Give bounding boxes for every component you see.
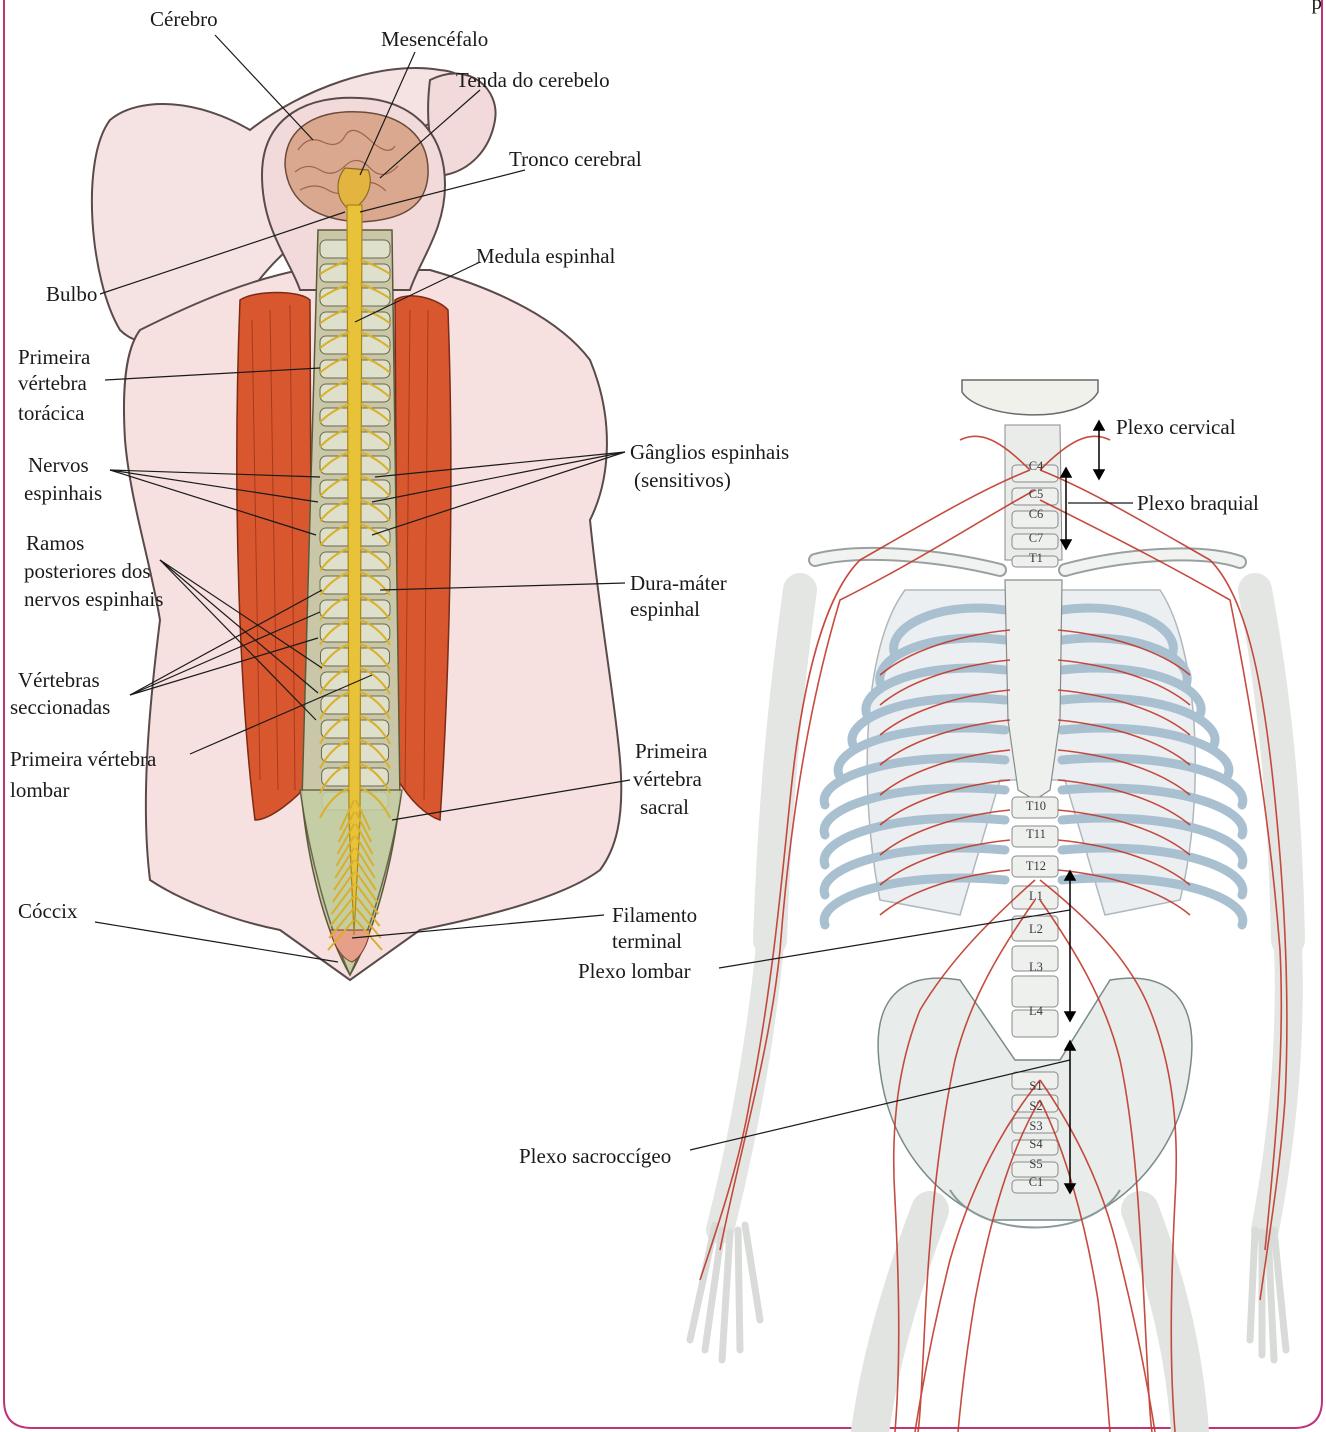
label-ramos-1: Ramos	[26, 530, 84, 556]
vertebra-label-s3: S3	[1029, 1119, 1042, 1133]
label-primeira-sacral-2: vértebra	[633, 766, 702, 792]
label-primeira-toracica-1: Primeira	[18, 344, 90, 370]
label-mesencefalo: Mesencéfalo	[381, 26, 488, 52]
label-plexo-cervical: Plexo cervical	[1116, 414, 1236, 440]
vertebra-label-l3: L3	[1029, 960, 1043, 974]
vertebra-label-s5: S5	[1029, 1157, 1042, 1171]
label-dura-2: espinhal	[630, 596, 700, 622]
label-plexo-sacroccigeo: Plexo sacroccígeo	[519, 1143, 671, 1169]
vertebra-label-t10: T10	[1026, 799, 1046, 813]
label-ganglios-2: (sensitivos)	[634, 467, 731, 493]
vertebra-label-c5: C5	[1029, 487, 1044, 501]
vertebra-label-s2: S2	[1029, 1099, 1042, 1113]
vertebra-label-c1: C1	[1029, 1175, 1044, 1189]
label-filamento-2: terminal	[612, 928, 682, 954]
label-vertebras-1: Vértebras	[18, 667, 100, 693]
label-tenda-cerebelo: Tenda do cerebelo	[456, 67, 610, 93]
label-nervos-1: Nervos	[28, 452, 89, 478]
vertebra-label-l4: L4	[1029, 1004, 1044, 1018]
label-nervos-2: espinhais	[24, 480, 102, 506]
label-primeira-sacral-1: Primeira	[635, 738, 707, 764]
label-primeira-lombar-2: lombar	[10, 777, 69, 803]
label-plexo-braquial: Plexo braquial	[1137, 490, 1259, 516]
page-mark: p	[1312, 0, 1323, 15]
vertebra-label-l1: L1	[1029, 889, 1043, 903]
label-ganglios-1: Gânglios espinhais	[630, 439, 789, 465]
label-cerebro: Cérebro	[150, 6, 218, 32]
label-ramos-2: posteriores dos	[24, 558, 151, 584]
label-bulbo: Bulbo	[46, 281, 97, 307]
vertebra-label-c6: C6	[1029, 507, 1044, 521]
label-coccix: Cóccix	[18, 898, 77, 924]
vertebra-label-l2: L2	[1029, 922, 1043, 936]
label-medula-espinhal: Medula espinhal	[476, 243, 615, 269]
label-primeira-toracica-3: torácica	[18, 400, 84, 426]
right-femur	[1140, 1210, 1190, 1432]
label-plexo-lombar: Plexo lombar	[578, 958, 691, 984]
vertebra-label-t12: T12	[1026, 859, 1046, 873]
vertebra-label-t11: T11	[1026, 827, 1046, 841]
left-forearm	[720, 945, 770, 1230]
label-primeira-sacral-3: sacral	[640, 794, 689, 820]
vertebra-label-t1: T1	[1029, 551, 1043, 565]
label-primeira-toracica-2: vértebra	[18, 370, 87, 396]
label-vertebras-2: seccionadas	[10, 694, 110, 720]
vertebra-label-s1: S1	[1029, 1079, 1042, 1093]
vertebra-label-s4: S4	[1029, 1137, 1043, 1151]
label-primeira-lombar-1: Primeira vértebra	[10, 746, 156, 772]
right-muscle	[395, 296, 451, 820]
label-tronco-cerebral: Tronco cerebral	[509, 146, 642, 172]
spinal-cord	[347, 205, 362, 935]
spine-block	[1012, 976, 1058, 1007]
label-ramos-3: nervos espinhais	[24, 586, 163, 612]
jaw	[962, 380, 1098, 415]
vertebra-label-c7: C7	[1029, 531, 1044, 545]
label-dura-1: Dura-máter	[630, 570, 727, 596]
label-filamento-1: Filamento	[612, 902, 697, 928]
vertebra-label-c4: C4	[1029, 459, 1044, 473]
